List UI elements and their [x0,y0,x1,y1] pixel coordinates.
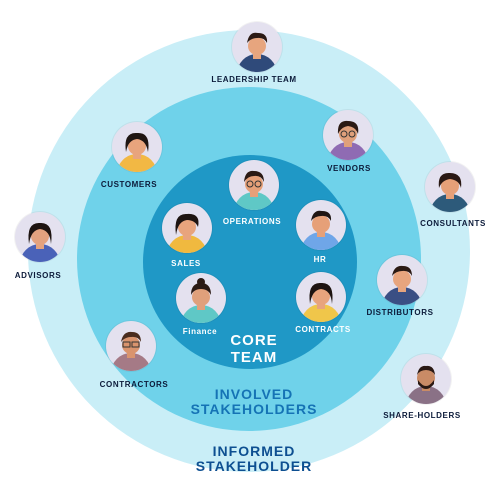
consultants-label: CONSULTANTS [420,219,486,228]
distributors-label: DISTRIBUTORS [366,308,434,317]
involved-stakeholders-title-line2: STAKEHOLDERS [190,401,318,418]
leadership-team-label: LEADERSHIP TEAM [211,75,297,84]
contracts-label: CONTRACTS [295,325,351,334]
informed-stakeholder-title-line2: STAKEHOLDER [195,458,313,475]
vendors-label: VENDORS [327,164,371,173]
involved-stakeholders-title-line1: INVOLVED [214,386,294,402]
contracts-avatar [296,272,346,322]
core-team-title-line2: TEAM [230,348,278,366]
leadership-team-avatar [232,22,282,72]
sales-label: SALES [171,259,201,268]
core-team-title-line1: CORE [230,332,278,349]
consultants-avatar [425,162,475,212]
customers-avatar [112,122,162,172]
share-holders-avatar [401,354,451,404]
customers-label: CUSTOMERS [100,180,158,189]
share-holders-label: SHARE-HOLDERS [383,411,461,420]
finance-label: Finance [182,327,218,336]
hr-label: HR [313,255,327,264]
hr-avatar [296,200,346,250]
core-team-title: CORE TEAM [230,332,278,366]
contractors-label: CONTRACTORS [99,380,169,389]
contractors-avatar [106,321,156,371]
sales-avatar [162,203,212,253]
informed-stakeholder-title: INFORMED STAKEHOLDER [195,443,313,475]
advisors-avatar [15,212,65,262]
operations-label: OPERATIONS [222,217,282,226]
informed-stakeholder-title-line1: INFORMED [212,443,296,459]
finance-avatar [176,273,226,323]
vendors-avatar [323,110,373,160]
advisors-label: ADVISORS [14,271,62,280]
operations-avatar [229,160,279,210]
involved-stakeholders-title: INVOLVED STAKEHOLDERS [190,386,318,418]
distributors-avatar [377,255,427,305]
